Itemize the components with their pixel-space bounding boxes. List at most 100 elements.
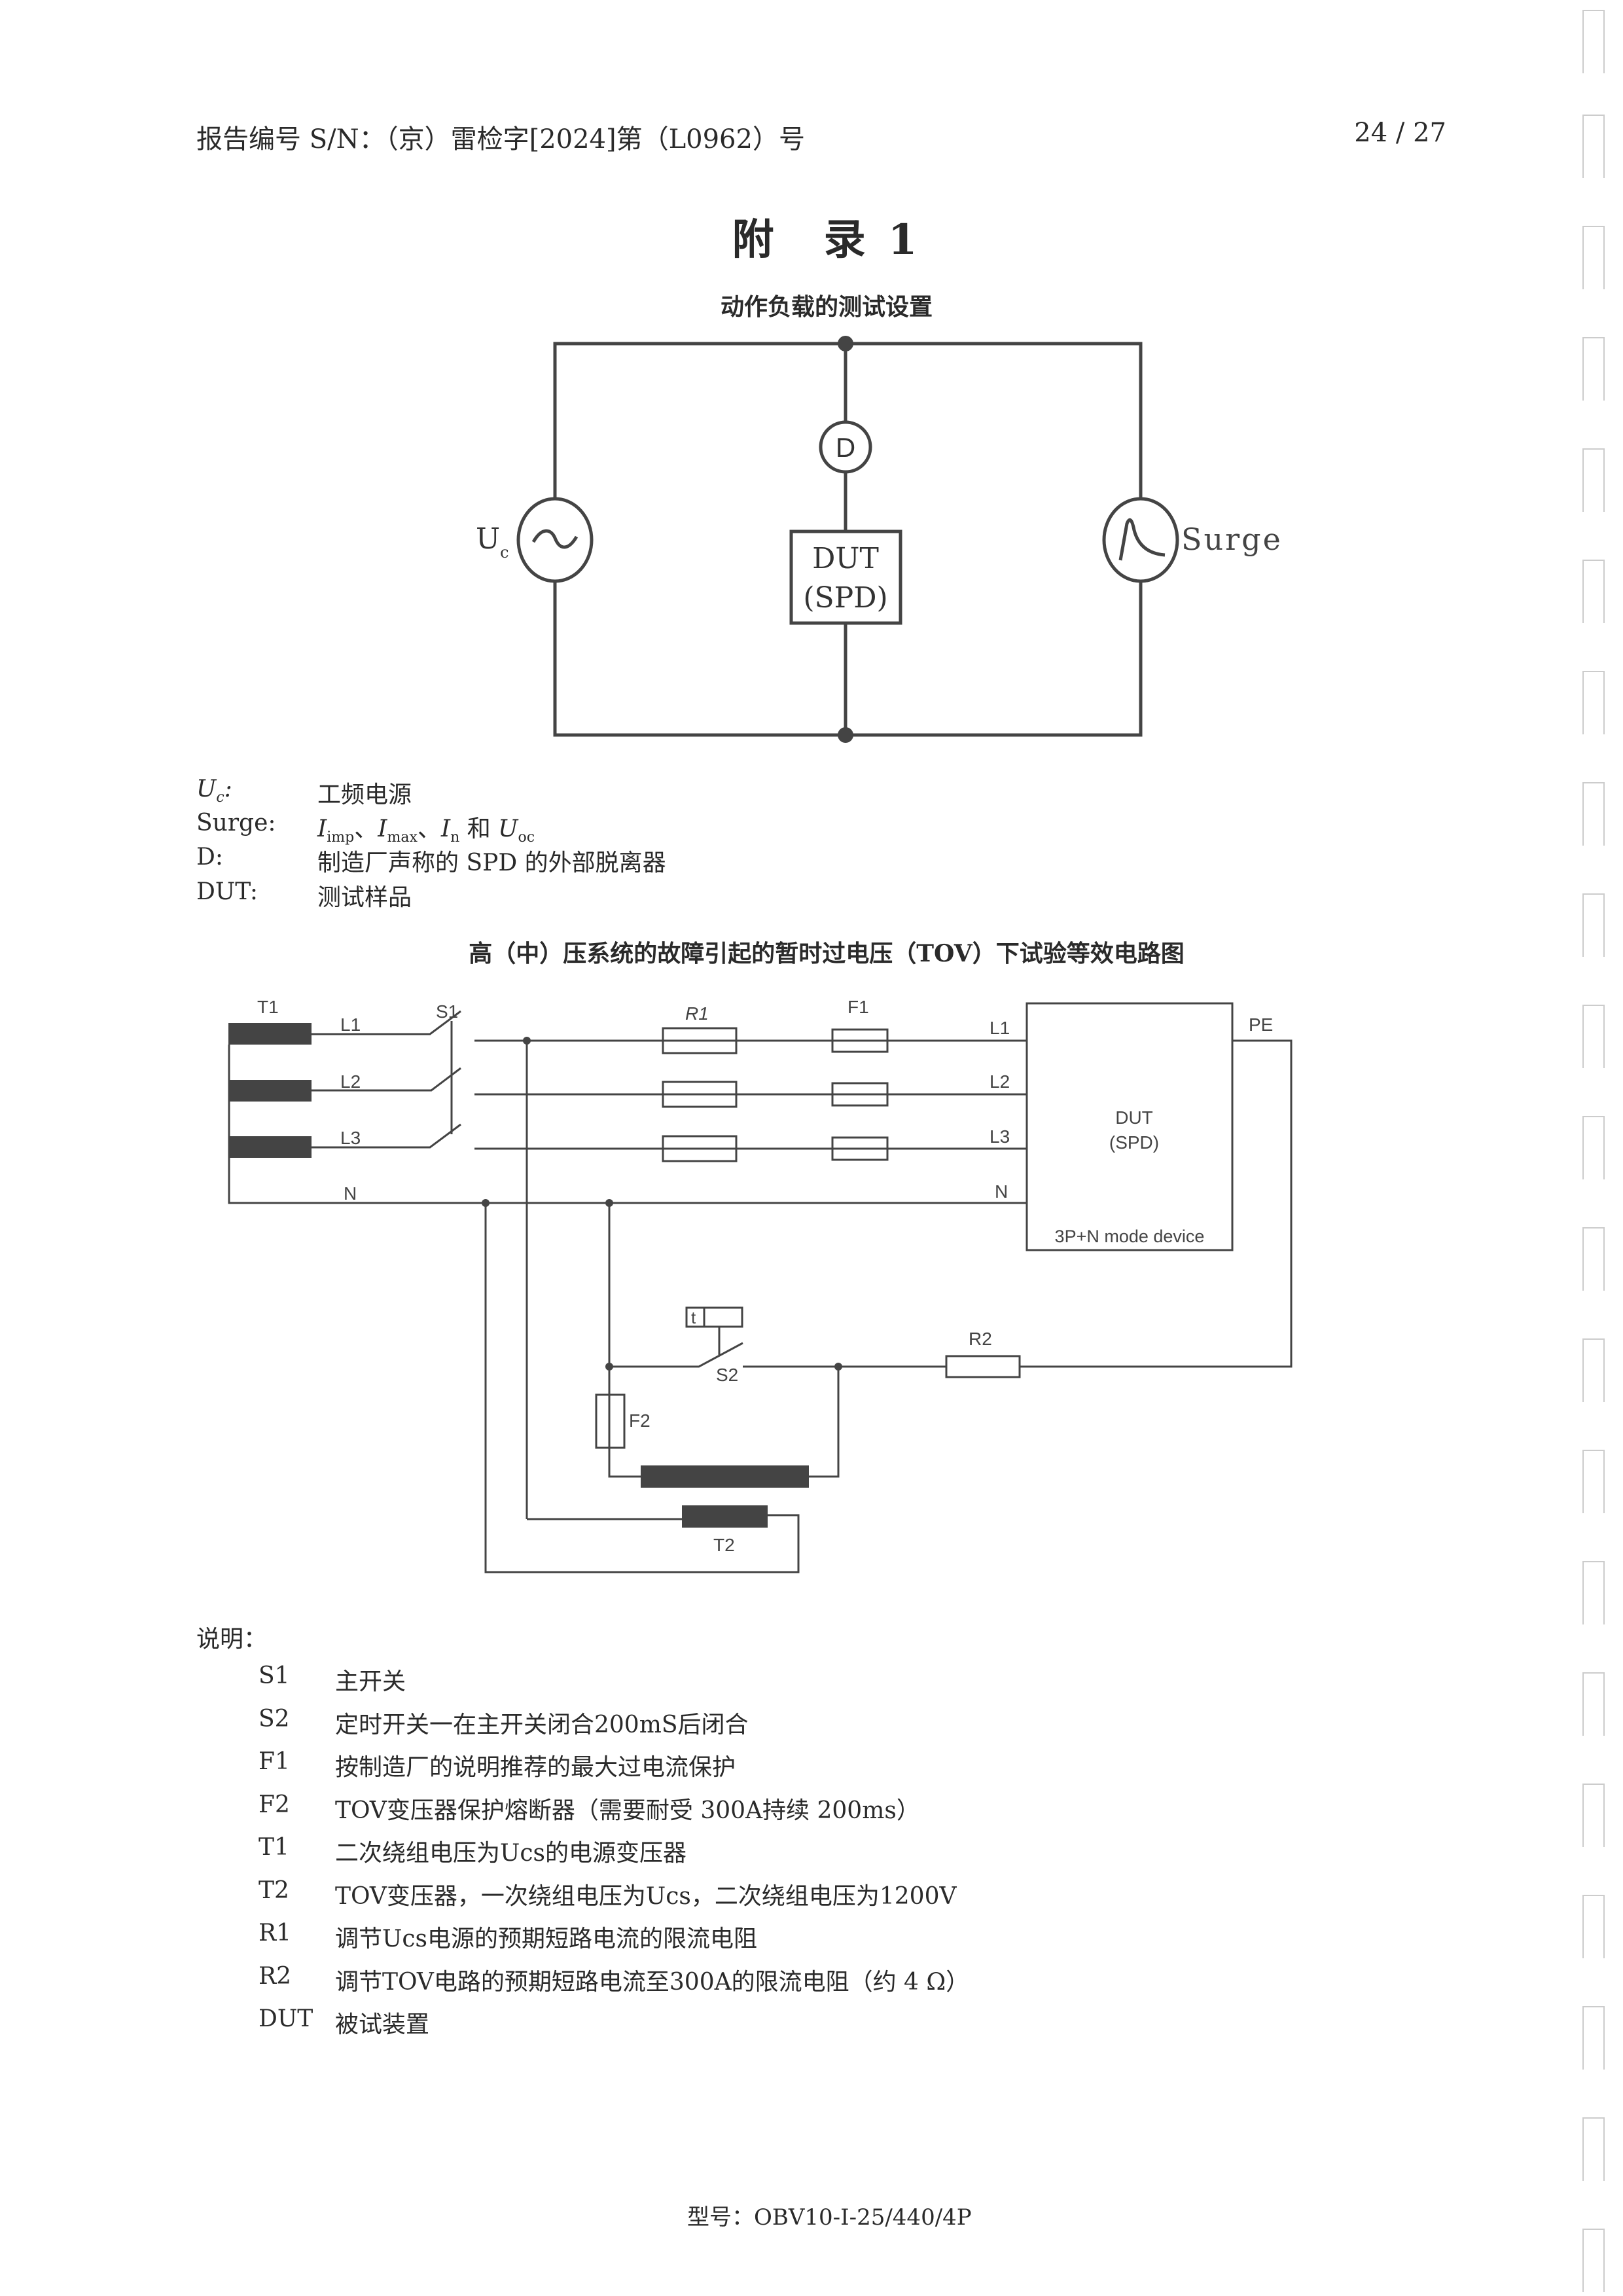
disconnector-label: D [836, 432, 855, 463]
t2-label: T2 [713, 1535, 735, 1555]
figure1-title: 动作负载的测试设置 [720, 293, 933, 321]
r2-label: R2 [969, 1329, 992, 1349]
binding-mark [1582, 337, 1605, 401]
f1-label: F1 [847, 997, 869, 1017]
f1-fuse [831, 1082, 889, 1107]
binding-mark [1582, 671, 1605, 734]
figure2-title: 高（中）压系统的故障引起的暂时过电压（TOV）下试验等效电路图 [469, 940, 1185, 967]
junction-dot [838, 727, 853, 743]
note-key: S1 [259, 1662, 290, 1689]
dut-label: DUT [812, 542, 879, 575]
timer-label: t [691, 1308, 696, 1327]
legend-key: Surge: [196, 810, 276, 836]
note-key: R2 [259, 1962, 292, 1990]
binding-mark [1582, 1561, 1605, 1624]
r1-resistor [662, 1081, 738, 1108]
page-number: 24 / 27 [1354, 118, 1446, 148]
surge-label: Surge [1181, 522, 1283, 557]
pe-label: PE [1249, 1014, 1273, 1035]
binding-mark [1582, 115, 1605, 178]
r1-label: R1 [685, 1003, 709, 1024]
disconnector-symbol [819, 420, 872, 474]
binding-mark [1582, 2229, 1605, 2292]
t1-winding [228, 1023, 312, 1045]
note-key: DUT [259, 2005, 313, 2032]
f2-label: F2 [629, 1410, 651, 1431]
f1-fuse [831, 1028, 889, 1053]
note-value: 定时开关一在主开关闭合200mS后闭合 [335, 1711, 749, 1738]
t2-secondary-wire [809, 1367, 840, 1478]
l2-wire [312, 1067, 461, 1092]
note-value: TOV变压器保护熔断器（需要耐受 300A持续 200ms） [335, 1797, 920, 1824]
t1-winding [228, 1080, 312, 1102]
dut-l2-label: L2 [990, 1071, 1010, 1092]
binding-mark [1582, 1338, 1605, 1402]
surge-waveform-icon [1118, 518, 1166, 561]
binding-mark [1582, 10, 1605, 73]
junction-dot [605, 1199, 613, 1207]
legend-value: 工频电源 [317, 781, 412, 808]
spd-label: (SPD) [803, 581, 887, 615]
binding-mark [1582, 1116, 1605, 1179]
t2-primary-winding [682, 1505, 768, 1528]
sine-wave-icon [531, 529, 579, 549]
f1-fuse [831, 1136, 889, 1161]
t1-label: T1 [257, 997, 279, 1017]
note-value: 按制造厂的说明推荐的最大过电流保护 [335, 1754, 736, 1781]
junction-dot [523, 1037, 531, 1045]
ac-source-symbol [516, 497, 594, 583]
appendix-title: 附 录 1 [732, 215, 921, 264]
binding-mark [1582, 1784, 1605, 1847]
binding-mark [1582, 448, 1605, 512]
note-key: T2 [259, 1876, 289, 1904]
legend-key: Uc: [196, 776, 232, 806]
t2-secondary-winding [641, 1465, 809, 1488]
junction-dot [482, 1199, 490, 1207]
note-key: T1 [259, 1834, 289, 1861]
legend-value: 制造厂声称的 SPD 的外部脱离器 [317, 850, 666, 876]
dut-spd-box [1026, 1002, 1234, 1251]
n-label: N [344, 1183, 357, 1204]
l3-label: L3 [340, 1128, 361, 1148]
legend-value: Iimp、Imax、In 和 Uoc [317, 816, 535, 846]
s2-switch [609, 1342, 743, 1368]
note-value: 被试装置 [335, 2011, 430, 2038]
dut-l3-label: L3 [990, 1126, 1010, 1147]
note-key: F1 [259, 1748, 290, 1775]
note-key: R1 [259, 1920, 292, 1946]
l1-label: L1 [340, 1014, 361, 1035]
note-value: 调节TOV电路的预期短路电流至300A的限流电阻（约 4 Ω） [335, 1968, 970, 1996]
binding-mark [1582, 782, 1605, 846]
s2-label: S2 [716, 1365, 738, 1385]
binding-mark [1582, 560, 1605, 623]
binding-mark [1582, 893, 1605, 957]
dut-l1-label: L1 [990, 1018, 1010, 1038]
dut-label: DUT [1115, 1107, 1153, 1128]
pe-wire [1020, 1039, 1293, 1368]
binding-mark [1582, 1005, 1605, 1068]
notes-heading: 说明： [196, 1626, 268, 1653]
l2-label: L2 [340, 1071, 361, 1092]
binding-mark [1582, 1672, 1605, 1736]
spd-label: (SPD) [1109, 1132, 1159, 1153]
tov-circuit: T1 L1 L2 L3 N S1 R1 F1 L1 L2 L3 N [228, 997, 1293, 1573]
note-value: 主开关 [335, 1668, 406, 1695]
neutral-wire [228, 1045, 1027, 1204]
binding-mark [1582, 1895, 1605, 1958]
junction-dot [838, 336, 853, 351]
dut-n-label: N [995, 1181, 1008, 1202]
note-value: 调节Ucs电源的预期短路电流的限流电阻 [335, 1926, 757, 1952]
l3-wire [312, 1123, 461, 1149]
operating-duty-circuit: D DUT (SPD) Uc Surge [476, 336, 1283, 743]
l1-wire [312, 1010, 461, 1035]
neutral-return-wire [484, 1203, 800, 1573]
legend-key: D: [196, 844, 223, 870]
binding-mark [1582, 2117, 1605, 2181]
legend-key: DUT: [196, 878, 259, 905]
binding-mark [1582, 226, 1605, 289]
binding-mark [1582, 1450, 1605, 1513]
legend-value: 测试样品 [317, 884, 412, 911]
r2-resistor [945, 1355, 1021, 1378]
s1-label: S1 [436, 1001, 458, 1022]
